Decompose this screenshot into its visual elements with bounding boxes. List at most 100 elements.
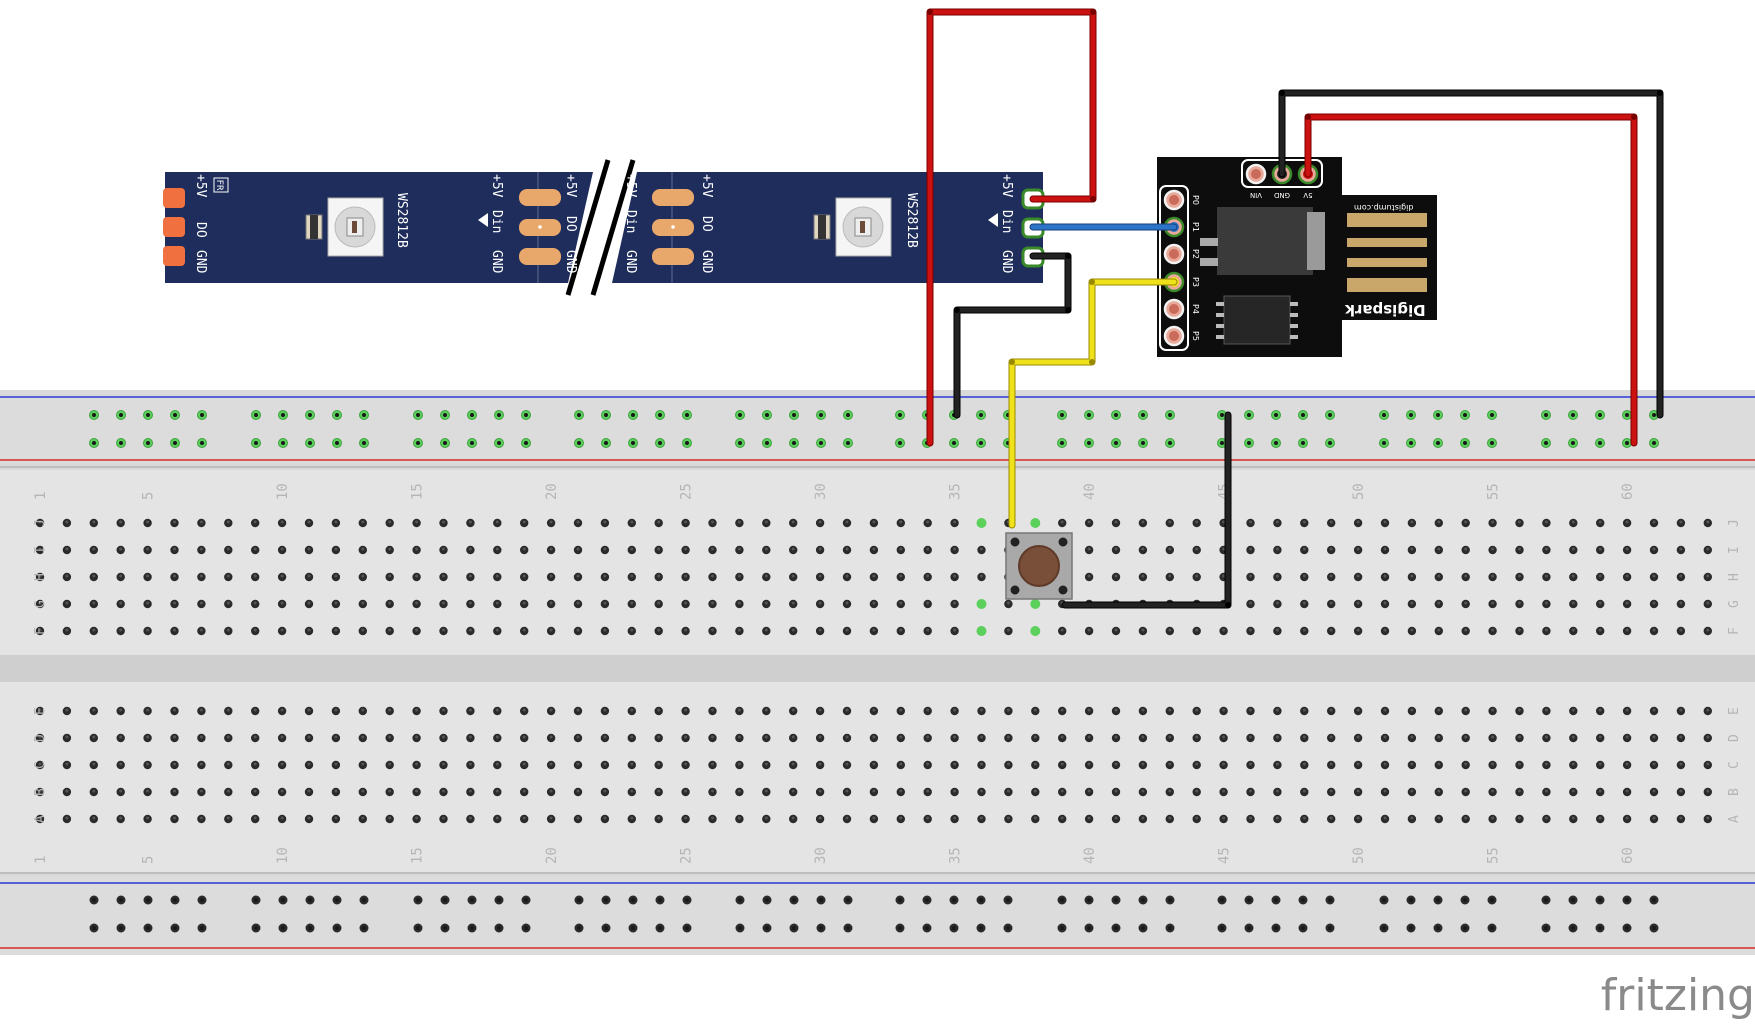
usb-contacts (1347, 213, 1427, 292)
row-letter: D (1727, 734, 1742, 742)
digispark-pin-label: 5V (1303, 191, 1312, 199)
digispark-brand: Digispark (1344, 301, 1426, 319)
wire-board-gnd[interactable] (1279, 90, 1663, 418)
digispark-pin-label: P4 (1191, 304, 1200, 314)
column-number: 50 (1351, 483, 1367, 500)
column-number: 25 (679, 847, 695, 864)
row-letter: D (33, 734, 48, 742)
led-package (813, 197, 892, 257)
column-number: 5 (141, 856, 157, 864)
breadboard-hole[interactable] (976, 626, 987, 636)
strip-logo (213, 177, 229, 193)
row-letter: C (1727, 761, 1742, 769)
strip-label: +5V (623, 174, 638, 198)
column-number: 30 (813, 483, 829, 500)
digispark-pin-label: P1 (1191, 222, 1200, 232)
microcontroller-chip (1223, 295, 1291, 345)
row-letter: J (1727, 519, 1742, 527)
breadboard-hole[interactable] (976, 599, 987, 609)
cut-mark-left (565, 159, 611, 296)
column-number: 35 (948, 847, 964, 864)
strip-label: GND (193, 250, 208, 274)
led-chip-label: WS2812B (904, 193, 919, 248)
direction-arrow (988, 213, 998, 227)
strip-label: GND (563, 250, 578, 274)
top-power-rail (0, 397, 1755, 463)
row-letter: H (33, 573, 48, 581)
strip-label: DO (193, 222, 208, 238)
digispark-pin-label: VIN (1250, 191, 1262, 199)
center-channel (0, 655, 1755, 682)
strip-label: Din (999, 210, 1014, 233)
row-letter: G (33, 600, 48, 608)
row-letter: C (33, 761, 48, 769)
row-letter: I (1727, 546, 1742, 554)
strip-label: Din (623, 210, 638, 233)
strip-logo-text: FR (214, 180, 224, 191)
strip-label: +5V (489, 174, 504, 198)
row-letter: I (33, 546, 48, 554)
bottom-power-rail (0, 876, 1755, 954)
row-letter: E (1727, 707, 1742, 715)
column-number: 25 (679, 483, 695, 500)
breadboard-hole[interactable] (1030, 599, 1041, 609)
row-letter: J (33, 519, 48, 527)
direction-arrow (478, 213, 488, 227)
column-number: 50 (1351, 847, 1367, 864)
breadboard-hole[interactable] (1030, 518, 1041, 528)
digispark-url: digistump.com (1354, 203, 1414, 212)
terminal-strip-top (0, 470, 1755, 655)
led-chip-label: WS2812B (394, 193, 409, 248)
strip-label: GND (623, 250, 638, 274)
row-letter: A (33, 815, 48, 823)
row-letter: A (1727, 815, 1742, 823)
row-letter: F (1727, 627, 1742, 635)
button-cap[interactable] (1018, 545, 1060, 587)
wire-endpoints (927, 9, 1663, 608)
strip-end-pad-gnd (163, 246, 185, 266)
strip-label: +5V (563, 174, 578, 198)
column-number: 40 (1082, 483, 1098, 500)
row-letter: B (1727, 788, 1742, 796)
column-number: 1 (33, 492, 49, 500)
strip-label: +5V (699, 174, 714, 198)
column-number: 60 (1620, 483, 1636, 500)
row-letter: B (33, 788, 48, 796)
strip-label: +5V (193, 174, 208, 198)
strip-label: GND (699, 250, 714, 274)
strip-label: DO (563, 216, 578, 232)
digispark-pin-label: P5 (1191, 331, 1200, 341)
push-button[interactable] (1005, 532, 1073, 600)
row-letter: G (1727, 600, 1742, 608)
column-number: 10 (275, 483, 291, 500)
column-number: 5 (141, 492, 157, 500)
fritzing-watermark: fritzing (1601, 970, 1755, 1021)
column-number: 40 (1082, 847, 1098, 864)
column-number: 30 (813, 847, 829, 864)
breadboard: 1155101015152020252530303535404045455050… (0, 390, 1755, 955)
row-letter: E (33, 707, 48, 715)
row-letters: J J I I H H G G F F E E D D C C B B A A (33, 519, 1742, 823)
led-package (305, 197, 384, 257)
breadboard-hole[interactable] (1030, 626, 1041, 636)
solder-pads (519, 189, 694, 265)
column-number: 35 (948, 483, 964, 500)
led-strip: FR +5V DO GND +5V Din GND +5V DO GND +5V… (163, 159, 1045, 296)
strip-label: +5V (999, 174, 1014, 198)
column-number: 10 (275, 847, 291, 864)
column-number: 60 (1620, 847, 1636, 864)
column-number: 55 (1486, 483, 1502, 500)
column-number: 45 (1217, 847, 1233, 864)
strip-end-pad-do (163, 217, 185, 237)
column-number: 15 (410, 847, 426, 864)
wire-board-5v[interactable] (1305, 114, 1637, 446)
row-letter: F (33, 627, 48, 635)
cut-mark-right (590, 159, 636, 296)
strip-label: GND (489, 250, 504, 274)
column-number: 20 (544, 483, 560, 500)
column-number: 55 (1486, 847, 1502, 864)
breadboard-hole[interactable] (976, 518, 987, 528)
row-letter: H (1727, 573, 1742, 581)
